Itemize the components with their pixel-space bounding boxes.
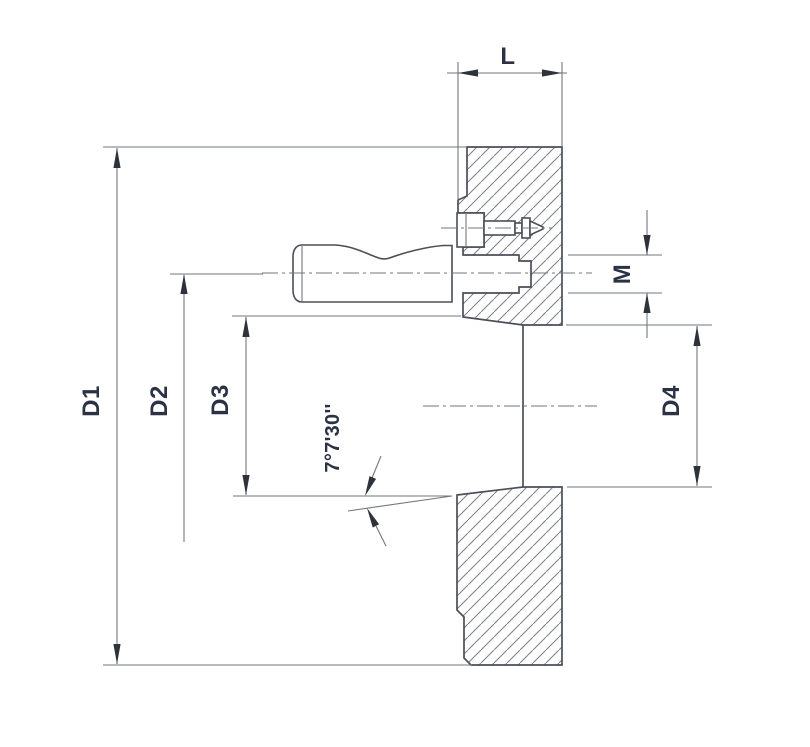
m-arrow-top-icon (643, 235, 651, 255)
angle-arrow-top-icon (365, 476, 377, 496)
d3-arrow-top-icon (242, 317, 250, 337)
l-arrow-right-icon (542, 69, 562, 77)
angle-arrow-top-tail (371, 455, 382, 479)
angle-reference-line (347, 495, 453, 512)
dimension-taper-angle: 7°7'30'' (322, 403, 453, 547)
label-l: L (500, 43, 515, 70)
dimension-m: M (568, 210, 662, 338)
dimension-l: L (447, 43, 567, 199)
label-d2: D2 (146, 385, 173, 417)
l-arrow-left-icon (458, 69, 478, 77)
label-taper-angle: 7°7'30'' (322, 403, 344, 472)
label-d1: D1 (78, 385, 105, 417)
angle-arrow-bottom-icon (367, 508, 380, 528)
dimension-d4: D4 (566, 324, 712, 488)
flange-section (456, 146, 563, 666)
d4-arrow-top-icon (693, 326, 701, 346)
screw-head (456, 212, 485, 248)
locking-screw (441, 212, 552, 248)
d3-arrow-bottom-icon (242, 475, 250, 495)
flange-section-lower (456, 486, 563, 666)
label-d4: D4 (658, 385, 685, 417)
dimension-d3: D3 (207, 315, 461, 497)
d4-arrow-bottom-icon (693, 466, 701, 486)
m-arrow-bottom-icon (643, 293, 651, 313)
key-handle (262, 244, 592, 303)
d1-arrow-bottom-icon (113, 644, 121, 664)
d1-arrow-top-icon (113, 148, 121, 168)
dimension-d2: D2 (146, 273, 263, 542)
dimension-d1: D1 (78, 146, 472, 666)
label-d3: D3 (207, 384, 234, 416)
label-m: M (609, 264, 636, 285)
angle-arrow-bottom-tail (375, 525, 387, 547)
d2-arrow-top-icon (180, 274, 188, 294)
